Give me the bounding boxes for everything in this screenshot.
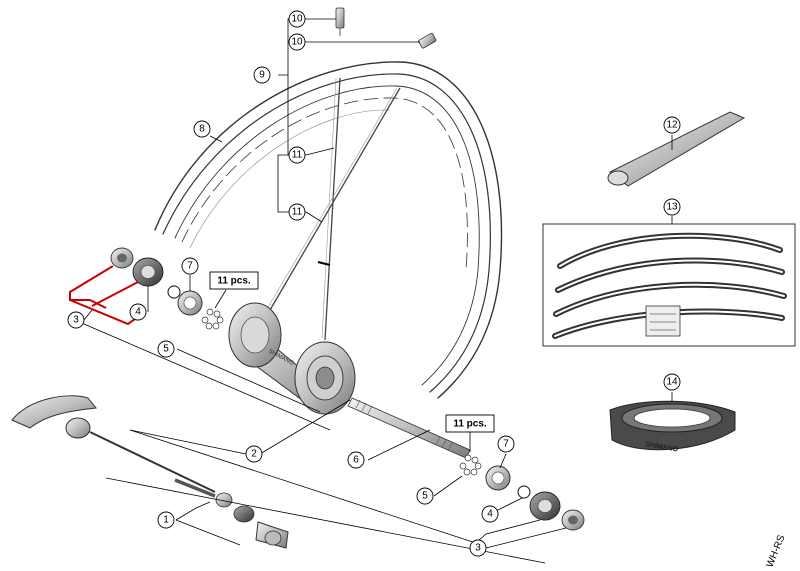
callout-4a: 4 [129, 303, 147, 321]
right-ball-bearings [459, 454, 482, 476]
callout-4b: 4 [481, 505, 499, 523]
svg-text:7: 7 [187, 261, 193, 272]
svg-text:4: 4 [487, 509, 493, 520]
right-dust-cap [485, 465, 511, 491]
pcs-box-top: 11 pcs. [209, 271, 259, 290]
spoke-wrench [607, 111, 746, 187]
callout-12: 12 [663, 116, 681, 134]
callout-10b: 10 [288, 33, 306, 51]
callout-11a: 11 [288, 146, 306, 164]
callout-7a: 7 [181, 257, 199, 275]
pcs-box-bottom: 11 pcs. [445, 414, 495, 433]
callout-8: 8 [193, 120, 211, 138]
callout-3b: 3 [469, 539, 487, 557]
callout-5b: 5 [416, 487, 434, 505]
quick-release-lever [11, 395, 97, 439]
right-cone [529, 491, 561, 521]
svg-text:3: 3 [475, 543, 481, 554]
left-lock-washer [167, 285, 181, 299]
svg-text:5: 5 [422, 491, 428, 502]
callout-6: 6 [347, 451, 365, 469]
svg-text:13: 13 [666, 202, 678, 213]
callout-13: 13 [663, 198, 681, 216]
svg-text:7: 7 [503, 439, 509, 450]
svg-text:11 pcs.: 11 pcs. [217, 276, 251, 287]
corner-code-label: WH-RS [765, 533, 788, 569]
svg-text:12: 12 [666, 120, 678, 131]
callout-10a: 10 [288, 10, 306, 28]
rim-decal-set [542, 223, 796, 347]
svg-text:2: 2 [251, 449, 257, 460]
right-cone-nut [561, 509, 585, 531]
svg-text:10: 10 [291, 37, 303, 48]
spoke-nipple-top [335, 7, 345, 36]
svg-text:5: 5 [163, 344, 169, 355]
left-cone [132, 257, 164, 287]
svg-text:11 pcs.: 11 pcs. [453, 419, 487, 430]
svg-text:11: 11 [292, 150, 303, 161]
svg-text:10: 10 [291, 14, 303, 25]
callout-14: 14 [663, 373, 681, 391]
highlight-bracket [69, 265, 146, 326]
callout-5a: 5 [157, 340, 175, 358]
spoke-nipple-angled [418, 32, 437, 49]
quick-release-springs [215, 492, 255, 523]
left-dust-cap [177, 290, 203, 316]
rim [154, 61, 503, 399]
right-lock-washer [517, 485, 531, 499]
callout-2: 2 [245, 445, 263, 463]
svg-text:4: 4 [135, 307, 141, 318]
left-ball-bearings [201, 308, 224, 330]
svg-text:8: 8 [199, 124, 205, 135]
rim-tape: SHIMANO [609, 400, 736, 454]
svg-text:9: 9 [259, 70, 265, 81]
quick-release-skewer [89, 431, 216, 498]
spokes [266, 77, 401, 341]
svg-text:3: 3 [73, 315, 79, 326]
svg-text:1: 1 [163, 515, 169, 526]
callout-1: 1 [157, 511, 175, 529]
callout-7b: 7 [497, 435, 515, 453]
svg-text:11: 11 [292, 207, 303, 218]
callout-3a: 3 [67, 311, 85, 329]
callout-9: 9 [253, 66, 271, 84]
callout-11b: 11 [288, 203, 306, 221]
svg-text:14: 14 [666, 377, 678, 388]
svg-text:6: 6 [353, 455, 359, 466]
left-cone-nut [110, 247, 134, 269]
front-hub: SHIMANO [228, 302, 356, 415]
quick-release-nut [255, 521, 289, 549]
